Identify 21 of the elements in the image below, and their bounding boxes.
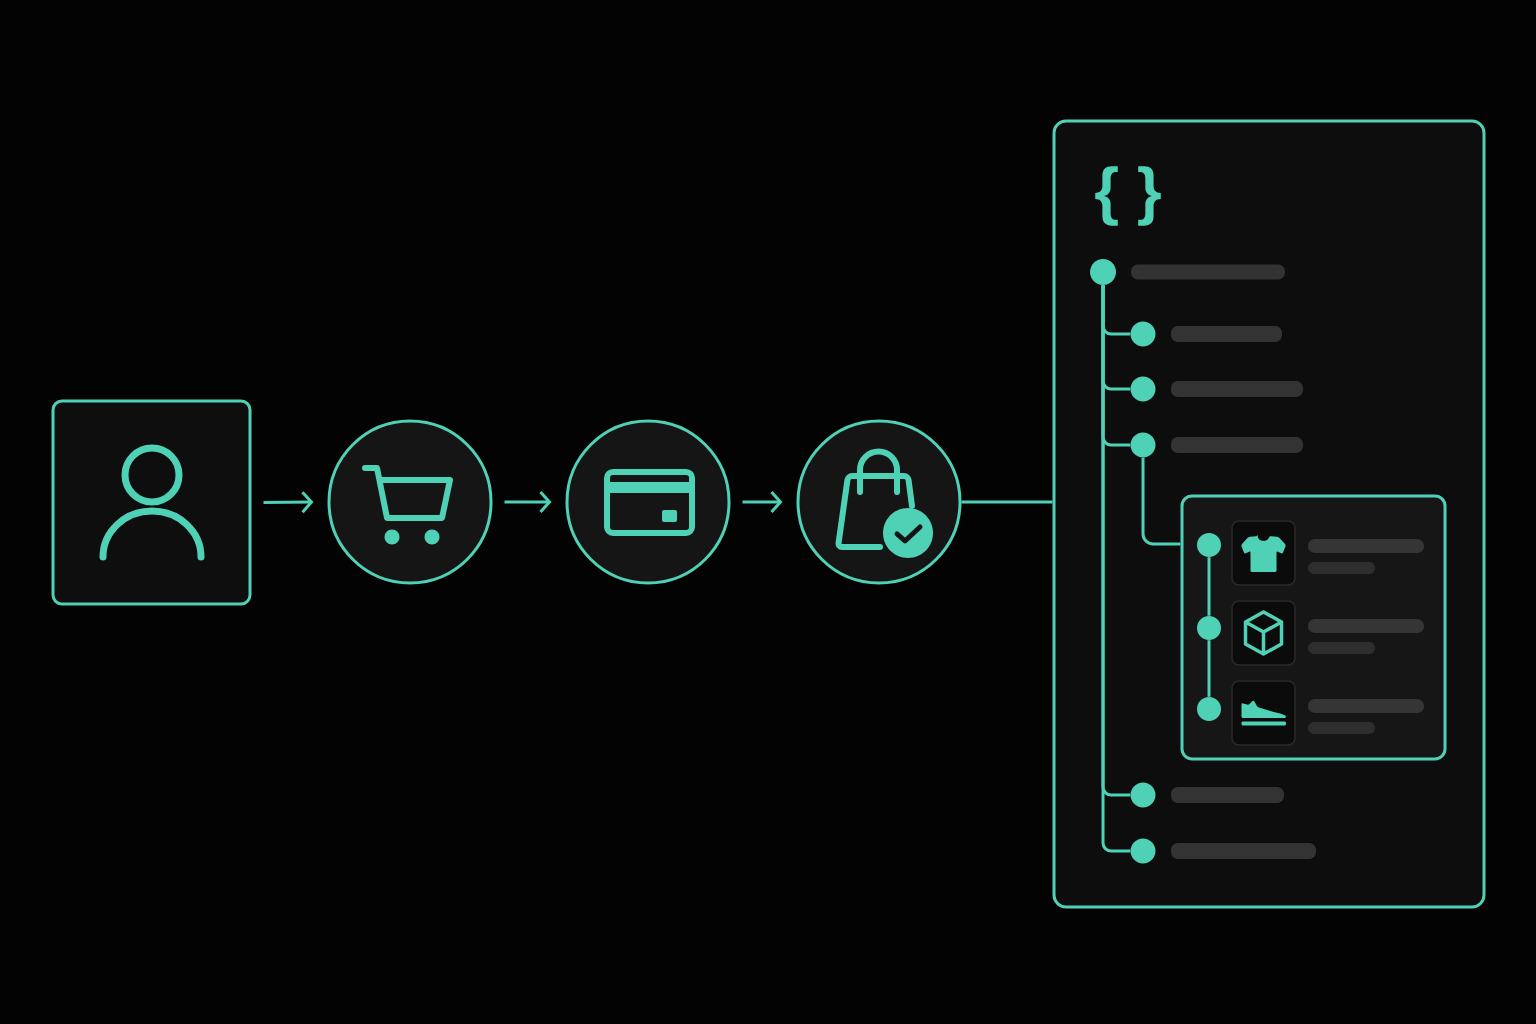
arrow [263, 491, 314, 514]
connector-line [961, 500, 1053, 504]
arrow [504, 491, 552, 513]
tree-dot [1130, 782, 1156, 808]
connector-line [1207, 557, 1211, 616]
tree-dot [1197, 533, 1221, 557]
icon-circle [565, 419, 731, 585]
connector-line [1141, 457, 1181, 546]
braces-text: { } [1095, 166, 1161, 226]
icon-circle [327, 419, 493, 585]
icon-box [51, 399, 252, 606]
tree-dot [1130, 376, 1156, 402]
arrow [742, 491, 783, 513]
tree-dot [1197, 697, 1221, 721]
tree-dot [1130, 838, 1156, 864]
tree-dot [1130, 432, 1156, 458]
icon-circle [796, 419, 962, 585]
connector-line [1207, 640, 1211, 697]
tree-dot [1130, 321, 1156, 347]
tree-dot [1090, 259, 1116, 285]
tree-dot [1197, 616, 1221, 640]
